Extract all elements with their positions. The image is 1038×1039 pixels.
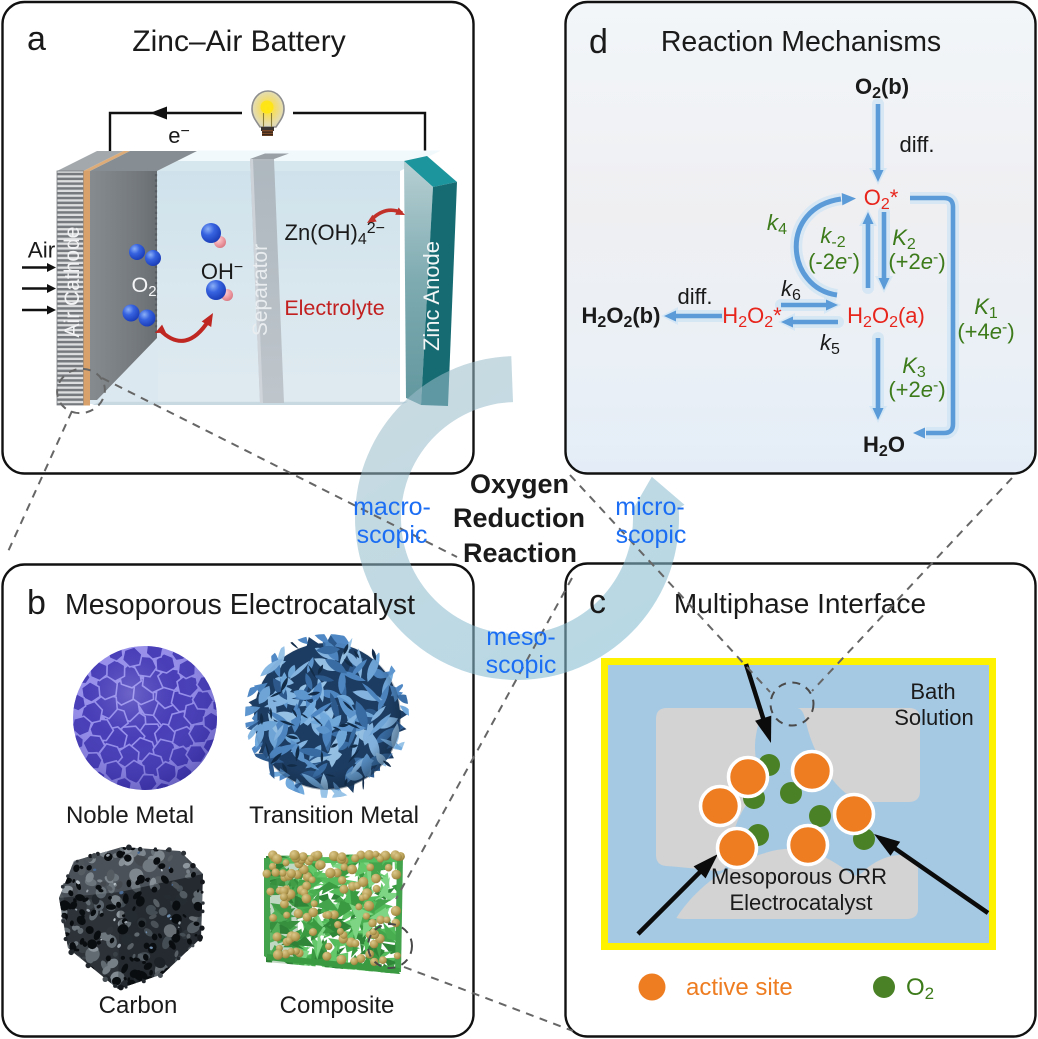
svg-text:Mesoporous Electrocatalyst: Mesoporous Electrocatalyst xyxy=(65,589,415,621)
svg-text:Transition Metal: Transition Metal xyxy=(249,802,419,829)
svg-text:d: d xyxy=(589,23,608,61)
svg-text:Mesoporous ORR: Mesoporous ORR xyxy=(711,864,887,889)
svg-text:meso-: meso- xyxy=(486,623,555,651)
svg-text:scopic: scopic xyxy=(486,651,557,679)
svg-text:k-2​: k-2​ xyxy=(820,223,845,251)
svg-text:scopic: scopic xyxy=(616,521,687,549)
svg-text:Zinc–Air Battery: Zinc–Air Battery xyxy=(132,25,345,58)
svg-text:diff.: diff. xyxy=(899,132,934,157)
svg-text:Electrolyte: Electrolyte xyxy=(284,296,384,320)
svg-text:Air: Air xyxy=(28,238,56,263)
svg-text:Oxygen: Oxygen xyxy=(470,469,569,499)
svg-text:Multiphase Interface: Multiphase Interface xyxy=(674,588,926,619)
svg-text:(-2e-​): (-2e-​) xyxy=(808,249,860,274)
svg-text:Separator: Separator xyxy=(249,244,272,336)
svg-text:Zinc Anode: Zinc Anode xyxy=(419,241,444,351)
svg-text:Composite: Composite xyxy=(280,992,395,1019)
svg-text:K1​: K1​ xyxy=(974,294,998,322)
svg-text:Carbon: Carbon xyxy=(99,992,178,1019)
svg-text:macro-: macro- xyxy=(353,493,431,521)
svg-text:scopic: scopic xyxy=(357,521,428,549)
svg-text:Bath: Bath xyxy=(910,679,955,704)
svg-text:c: c xyxy=(589,583,606,621)
svg-text:Air Cathode: Air Cathode xyxy=(61,227,84,338)
svg-text:H2​O2​(b): H2​O2​(b) xyxy=(582,303,661,331)
svg-text:Reaction: Reaction xyxy=(463,538,577,568)
svg-text:K2​: K2​ xyxy=(892,225,916,253)
svg-text:diff.: diff. xyxy=(677,284,712,309)
svg-text:active site: active site xyxy=(686,974,793,1001)
svg-text:a: a xyxy=(27,20,46,58)
svg-text:Reaction Mechanisms: Reaction Mechanisms xyxy=(661,26,941,58)
svg-text:O2​(b): O2​(b) xyxy=(855,74,909,102)
svg-text:k5​: k5​ xyxy=(820,330,840,358)
svg-text:k4​: k4​ xyxy=(767,210,787,238)
svg-text:H2​O2​(a): H2​O2​(a) xyxy=(847,303,925,331)
svg-text:Reduction: Reduction xyxy=(453,503,585,533)
svg-text:Solution: Solution xyxy=(894,705,974,730)
svg-text:k6​: k6​ xyxy=(781,276,801,304)
svg-text:b: b xyxy=(27,584,46,622)
svg-text:Noble Metal: Noble Metal xyxy=(66,802,194,829)
svg-text:micro-: micro- xyxy=(615,493,684,521)
svg-text:K3​: K3​ xyxy=(902,353,926,381)
svg-text:Electrocatalyst: Electrocatalyst xyxy=(729,890,872,915)
svg-text:H2​O2​*: H2​O2​* xyxy=(722,303,782,331)
